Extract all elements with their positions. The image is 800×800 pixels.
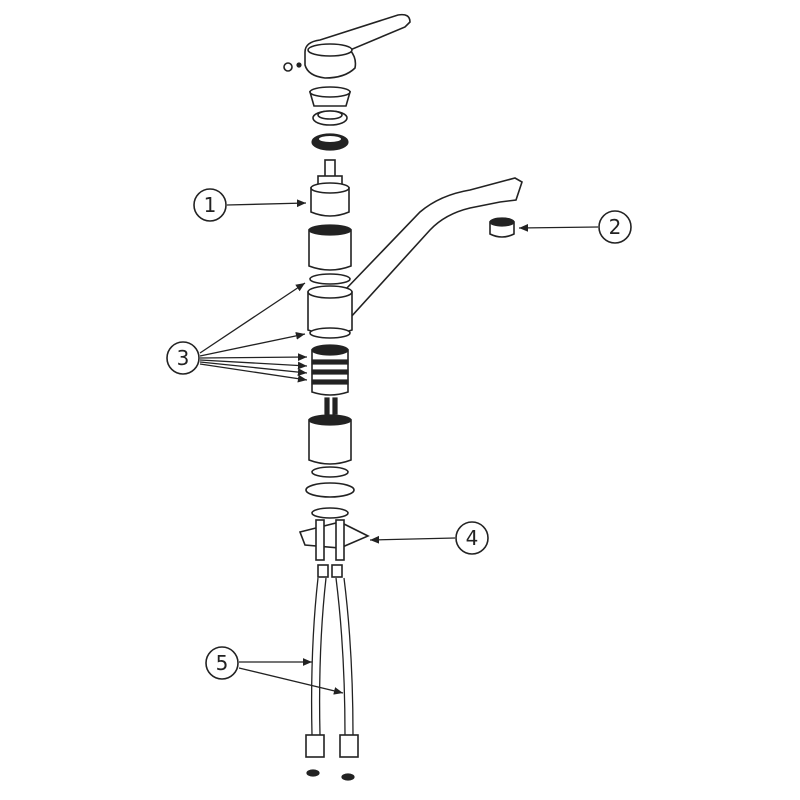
callout-1: 1	[193, 188, 227, 222]
callout-3-label: 3	[177, 346, 190, 370]
callout-2: 2	[598, 210, 632, 244]
callout-4-label: 4	[466, 526, 479, 550]
callout-1-label: 1	[204, 193, 217, 217]
spout-body	[307, 177, 523, 339]
cap	[308, 86, 352, 107]
callout-5: 5	[205, 646, 239, 680]
callout-3: 3	[166, 341, 200, 375]
sleeve	[308, 224, 352, 271]
nut-ring	[312, 110, 348, 126]
callout-5-label: 5	[216, 651, 229, 675]
lower-body	[305, 414, 355, 519]
callout-2-label: 2	[609, 215, 622, 239]
callout-4: 4	[455, 521, 489, 555]
lever-handle	[283, 13, 411, 79]
diverter	[311, 344, 349, 396]
stems	[324, 397, 338, 415]
leader-lines	[199, 199, 599, 695]
cartridge	[310, 159, 350, 217]
black-ring	[311, 133, 349, 151]
mounting-bracket	[298, 519, 370, 578]
hoses	[305, 577, 359, 781]
aerator	[489, 217, 515, 238]
